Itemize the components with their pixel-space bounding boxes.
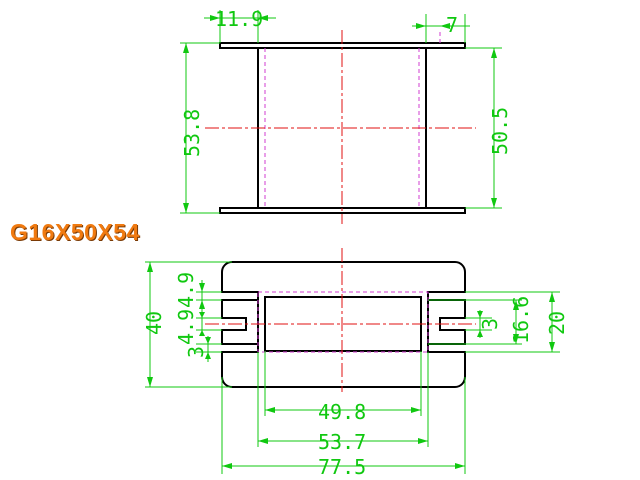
dim-3-left-arrow-top — [205, 337, 211, 344]
dim-77-5-arrow-left — [222, 463, 232, 469]
dim-3-right-label: 3 — [478, 318, 502, 330]
dim-53-7-label: 53.7 — [318, 430, 366, 454]
dim-53-7-arrow-left — [258, 438, 268, 444]
dim-11-9-arrow-left — [210, 15, 220, 21]
bottom-view: 40 4.9 4.9 3 3 16.6 — [142, 248, 569, 479]
dim-11-9-arrow-right — [258, 15, 268, 21]
dim-53-8-label: 53.8 — [180, 109, 204, 157]
dim-50-5-arrow-bottom — [491, 198, 497, 208]
dim-20-arrow-bottom — [549, 342, 555, 352]
dim-16-6-arrow-top — [513, 300, 519, 310]
dim-20-arrow-top — [549, 292, 555, 302]
dim-3-left-label: 3 — [184, 346, 208, 358]
dim-40-arrow-top — [147, 262, 153, 272]
dim-53-8-arrow-top — [183, 43, 189, 53]
dim-7-arrow-left — [416, 23, 426, 29]
dim-7-label: 7 — [446, 13, 458, 37]
dim-3-right-arrow-bottom — [477, 330, 483, 337]
dim-4-9-middle-arrow-bottom — [199, 330, 205, 336]
dim-50-5-label: 50.5 — [488, 107, 512, 155]
dim-40-arrow-bottom — [147, 377, 153, 387]
dim-16-6-arrow-bottom — [513, 334, 519, 344]
dim-49-8-arrow-right — [411, 407, 421, 413]
dim-20-label: 20 — [545, 311, 569, 335]
dim-4-9-upper-arrow-bottom — [199, 300, 205, 309]
dim-4-9-middle-label: 4.9 — [174, 309, 198, 345]
dim-77-5-arrow-right — [455, 463, 465, 469]
dim-3-right-arrow-top — [477, 311, 483, 318]
dim-49-8-arrow-left — [265, 407, 275, 413]
dim-50-5-arrow-top — [491, 48, 497, 58]
dim-4-9-upper-label: 4.9 — [174, 272, 198, 308]
dim-7-arrow-right — [440, 23, 450, 29]
dim-4-9-upper-arrow-top — [199, 283, 205, 292]
dim-4-9-middle-arrow-top — [199, 312, 205, 318]
dim-40-label: 40 — [142, 311, 166, 335]
dim-53-8-arrow-bottom — [183, 203, 189, 213]
dim-49-8-label: 49.8 — [318, 400, 366, 424]
part-number-label: G16X50X54 — [10, 219, 140, 245]
front-view: 11.9 7 53.8 50.5 — [180, 7, 512, 224]
dim-77-5-label: 77.5 — [318, 455, 366, 479]
dim-16-6-label: 16.6 — [509, 296, 533, 344]
bottom-hidden-outline — [257, 291, 429, 353]
dim-11-9-label: 11.9 — [215, 7, 263, 31]
dim-3-left-arrow-bottom — [205, 352, 211, 359]
dim-53-7-arrow-right — [418, 438, 428, 444]
